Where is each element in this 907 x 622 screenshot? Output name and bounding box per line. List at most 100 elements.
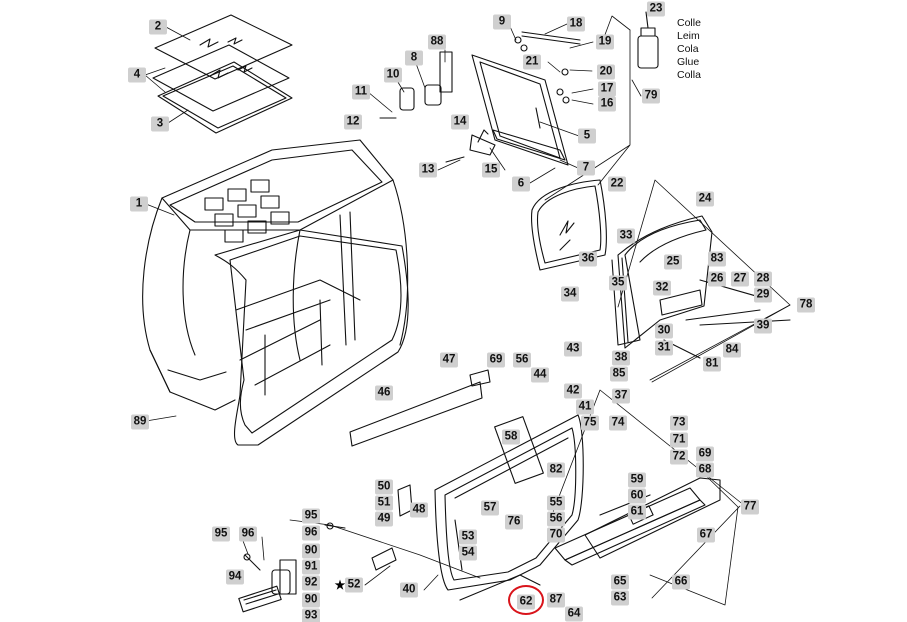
part-label[interactable]: 72 — [670, 449, 688, 465]
part-label[interactable]: 37 — [612, 388, 630, 404]
part-label[interactable]: 44 — [531, 367, 549, 383]
part-label[interactable]: 95 — [212, 526, 230, 542]
part-label[interactable]: 14 — [451, 114, 469, 130]
part-label[interactable]: 34 — [561, 286, 579, 302]
part-label[interactable]: 87 — [547, 592, 565, 608]
part-label[interactable]: 66 — [672, 574, 690, 590]
part-label[interactable]: 84 — [723, 342, 741, 358]
part-label[interactable]: 42 — [564, 383, 582, 399]
highlight-circle — [508, 585, 544, 615]
part-label[interactable]: 56 — [547, 511, 565, 527]
part-label[interactable]: 8 — [405, 50, 423, 66]
part-label[interactable]: 5 — [578, 128, 596, 144]
part-label[interactable]: 93 — [302, 608, 320, 622]
part-label[interactable]: 16 — [598, 96, 616, 112]
part-label[interactable]: 40 — [400, 582, 418, 598]
part-label[interactable]: 50 — [375, 479, 393, 495]
glue-label-french: Colle — [677, 17, 701, 29]
part-label[interactable]: 39 — [754, 318, 772, 334]
part-label[interactable]: 69 — [696, 446, 714, 462]
part-label[interactable]: 17 — [598, 81, 616, 97]
part-label[interactable]: 52 — [345, 577, 363, 593]
part-label[interactable]: 19 — [596, 34, 614, 50]
part-label[interactable]: 73 — [670, 415, 688, 431]
part-label[interactable]: 94 — [226, 569, 244, 585]
part-label[interactable]: 22 — [608, 176, 626, 192]
part-label[interactable]: 57 — [481, 500, 499, 516]
part-label[interactable]: 49 — [375, 511, 393, 527]
part-label[interactable]: 38 — [612, 350, 630, 366]
part-label[interactable]: 88 — [428, 34, 446, 50]
part-label[interactable]: 47 — [440, 352, 458, 368]
part-label[interactable]: 24 — [696, 191, 714, 207]
part-label[interactable]: 28 — [754, 271, 772, 287]
part-label[interactable]: 92 — [302, 575, 320, 591]
part-label[interactable]: 25 — [664, 254, 682, 270]
part-label[interactable]: 83 — [708, 251, 726, 267]
part-label[interactable]: 21 — [523, 54, 541, 70]
part-label[interactable]: 48 — [410, 502, 428, 518]
part-label[interactable]: 55 — [547, 495, 565, 511]
part-label[interactable]: 36 — [579, 251, 597, 267]
part-label[interactable]: 1 — [130, 196, 148, 212]
part-label[interactable]: 31 — [655, 340, 673, 356]
part-label[interactable]: 10 — [384, 67, 402, 83]
part-label[interactable]: 65 — [611, 574, 629, 590]
part-label[interactable]: 12 — [344, 114, 362, 130]
part-label[interactable]: 18 — [567, 16, 585, 32]
part-label[interactable]: 75 — [581, 415, 599, 431]
part-label[interactable]: 90 — [302, 543, 320, 559]
part-label[interactable]: 53 — [459, 529, 477, 545]
part-label[interactable]: 13 — [419, 162, 437, 178]
part-label[interactable]: 91 — [302, 559, 320, 575]
part-label[interactable]: 64 — [565, 606, 583, 622]
part-label[interactable]: 43 — [564, 341, 582, 357]
part-label[interactable]: 61 — [628, 504, 646, 520]
part-label[interactable]: 41 — [576, 399, 594, 415]
part-label[interactable]: 56 — [513, 352, 531, 368]
part-label[interactable]: 15 — [482, 162, 500, 178]
part-label[interactable]: 58 — [502, 429, 520, 445]
part-label[interactable]: 51 — [375, 495, 393, 511]
part-label[interactable]: 95 — [302, 508, 320, 524]
part-label[interactable]: 96 — [302, 525, 320, 541]
part-label[interactable]: 6 — [512, 176, 530, 192]
part-label[interactable]: 96 — [239, 526, 257, 542]
part-label[interactable]: 68 — [696, 462, 714, 478]
part-label[interactable]: 70 — [547, 527, 565, 543]
part-label[interactable]: 30 — [655, 323, 673, 339]
part-label[interactable]: 63 — [611, 590, 629, 606]
part-label[interactable]: 59 — [628, 472, 646, 488]
part-label[interactable]: 27 — [731, 271, 749, 287]
part-label[interactable]: 9 — [493, 14, 511, 30]
part-label[interactable]: 90 — [302, 592, 320, 608]
glue-label-german: Leim — [677, 30, 700, 42]
part-label[interactable]: 33 — [617, 228, 635, 244]
part-label[interactable]: 4 — [128, 67, 146, 83]
part-label[interactable]: 71 — [670, 432, 688, 448]
part-label[interactable]: 82 — [547, 462, 565, 478]
part-label[interactable]: 76 — [505, 514, 523, 530]
part-label[interactable]: 11 — [352, 84, 370, 100]
part-label[interactable]: 69 — [487, 352, 505, 368]
part-label[interactable]: 60 — [628, 488, 646, 504]
part-label[interactable]: 32 — [653, 280, 671, 296]
part-label[interactable]: 3 — [151, 116, 169, 132]
part-label[interactable]: 67 — [697, 527, 715, 543]
part-label[interactable]: 77 — [741, 499, 759, 515]
part-label[interactable]: 81 — [703, 356, 721, 372]
part-label[interactable]: 46 — [375, 385, 393, 401]
part-label[interactable]: 78 — [797, 297, 815, 313]
part-label[interactable]: 20 — [597, 64, 615, 80]
part-label[interactable]: 74 — [609, 415, 627, 431]
part-label[interactable]: 35 — [609, 275, 627, 291]
part-label[interactable]: 85 — [610, 366, 628, 382]
part-label[interactable]: 79 — [642, 88, 660, 104]
part-label[interactable]: 54 — [459, 545, 477, 561]
part-label[interactable]: 2 — [149, 19, 167, 35]
part-label[interactable]: 89 — [131, 414, 149, 430]
part-label[interactable]: 29 — [754, 287, 772, 303]
part-label[interactable]: 23 — [647, 1, 665, 17]
part-label[interactable]: 26 — [708, 271, 726, 287]
part-label[interactable]: 7 — [577, 160, 595, 176]
